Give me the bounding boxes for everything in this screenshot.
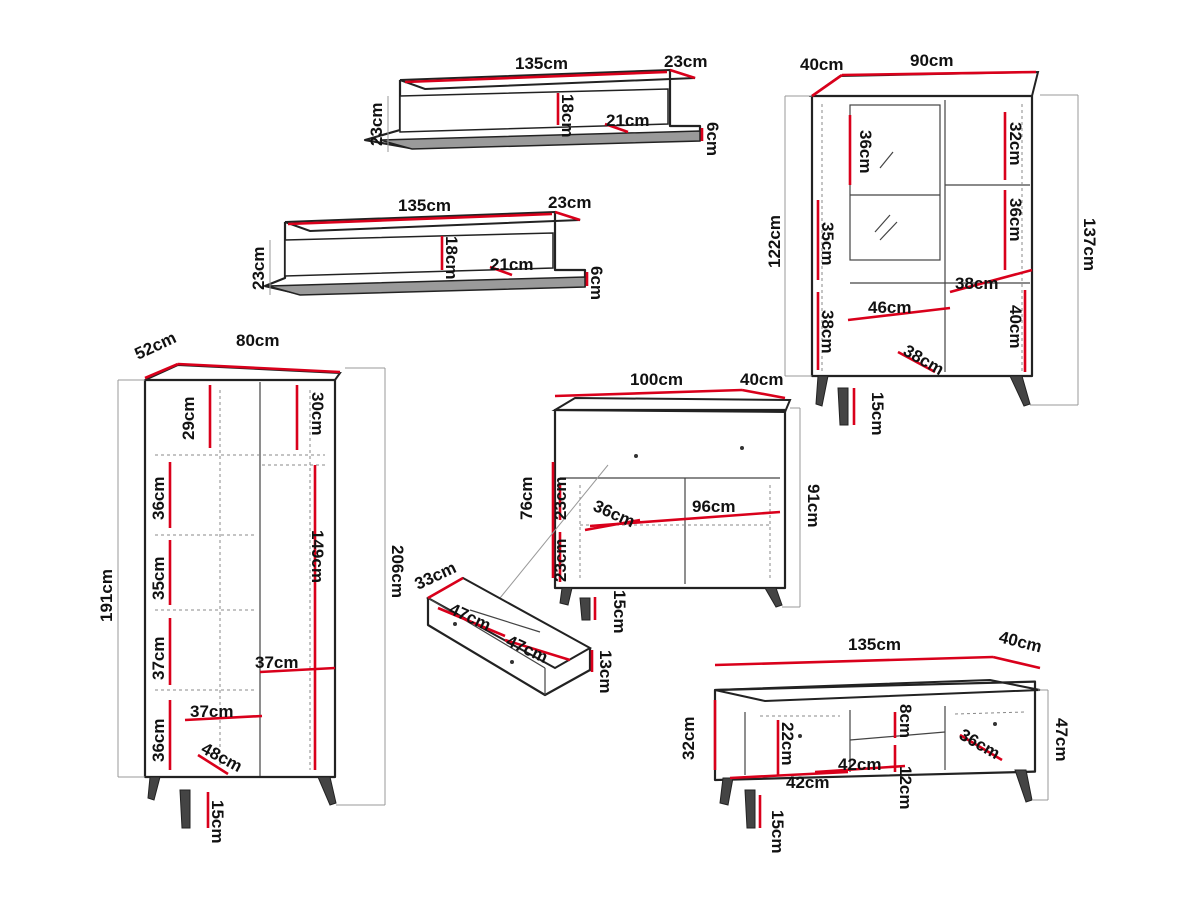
shelf-b-inner-depth-line xyxy=(489,265,513,277)
tall-right-top-label: 30cm xyxy=(308,392,327,435)
sideboard-lower-h-label: 23cm xyxy=(551,539,570,582)
tall-inner-w-left-label: 37cm xyxy=(190,702,233,721)
tv-mid-w-line xyxy=(814,764,906,774)
highboard-inner-depth-line xyxy=(897,350,936,374)
highboard-h1-label: 36cm xyxy=(856,130,875,173)
sideboard-drawer-h-label: 23cm xyxy=(551,477,570,520)
tall-display-cabinet: 52cm 80cm 29cm 36cm 35cm 37cm 36cm 30cm … xyxy=(97,328,407,843)
tall-inner-w-right-line xyxy=(259,666,336,674)
highboard-h3-label: 38cm xyxy=(818,310,837,353)
shelf-a-height-label: 23cm xyxy=(367,103,386,146)
tv-leg-label: 15cm xyxy=(768,810,787,853)
drawer-w2-line xyxy=(504,638,571,662)
shelf-b-height-label: 23cm xyxy=(249,247,268,290)
tall-s2-label: 36cm xyxy=(149,477,168,520)
tv-mid-h-bottom-label: 12cm xyxy=(896,766,915,809)
sideboard-inner-width-line xyxy=(589,510,781,528)
shelf-a-width-line xyxy=(404,70,668,84)
tv-left-h-label: 22cm xyxy=(778,722,797,765)
tv-right-depth-label: 36cm xyxy=(956,725,1003,763)
highboard-total-height-label: 137cm xyxy=(1080,218,1099,271)
tv-mid-h-top-label: 8cm xyxy=(896,704,915,738)
sideboard-width-line xyxy=(554,388,743,398)
tv-mid-w-label: 42cm xyxy=(838,755,881,774)
highboard-inner-w-left-label: 46cm xyxy=(868,298,911,317)
tv-stand: 135cm 40cm 32cm 22cm 42cm 42cm 8cm 12cm … xyxy=(679,627,1071,853)
shelf-a-thickness-label: 6cm xyxy=(703,122,722,156)
highboard-width-line xyxy=(841,70,1037,77)
highboard-leg-label: 15cm xyxy=(868,392,887,435)
shelf-a-inner-depth-label: 21cm xyxy=(606,111,649,130)
shelf-b-thickness-label: 6cm xyxy=(587,266,606,300)
wall-shelf-upper: 135cm 23cm 23cm 18cm 21cm 6cm xyxy=(363,52,722,156)
shelf-b-width-line xyxy=(287,212,553,226)
highboard-r2-label: 36cm xyxy=(1006,198,1025,241)
sideboard-drawer-detail: 33cm 47cm 47cm 13cm xyxy=(412,558,615,697)
shelf-a-depth-line xyxy=(669,68,696,80)
tv-left-w-label: 42cm xyxy=(786,773,829,792)
sideboard-leg-label: 15cm xyxy=(610,590,629,633)
tall-s1-label: 29cm xyxy=(179,397,198,440)
shelf-b-depth-label: 23cm xyxy=(548,193,591,212)
tall-s5-label: 36cm xyxy=(149,719,168,762)
tv-body-h-label: 32cm xyxy=(679,717,698,760)
highboard-inner-depth-label: 38cm xyxy=(900,341,947,379)
tall-leg-label: 15cm xyxy=(208,800,227,843)
shelf-b-width-label: 135cm xyxy=(398,196,451,215)
highboard-width-label: 90cm xyxy=(910,51,953,70)
shelf-b-inner-depth-label: 21cm xyxy=(490,255,533,274)
tall-right-main-label: 149cm xyxy=(308,530,327,583)
tall-depth-label: 52cm xyxy=(132,328,179,364)
shelf-b-inner-height-label: 18cm xyxy=(442,236,461,279)
tall-inner-w-right-label: 37cm xyxy=(255,653,298,672)
sideboard-inner-width-label: 96cm xyxy=(692,497,735,516)
highboard-depth-label: 40cm xyxy=(800,55,843,74)
highboard-inner-w-right-label: 38cm xyxy=(955,274,998,293)
highboard-r1-label: 32cm xyxy=(1006,122,1025,165)
tall-body-height-label: 191cm xyxy=(97,569,116,622)
wall-shelf-lower: 135cm 23cm 23cm 18cm 21cm 6cm xyxy=(249,193,606,300)
drawer-height-label: 13cm xyxy=(596,650,615,693)
shelf-a-inner-height-label: 18cm xyxy=(558,94,577,137)
tv-width-line xyxy=(714,655,994,667)
tall-inner-w-left-line xyxy=(184,714,263,722)
tv-depth-line xyxy=(992,655,1041,670)
shelf-a-inner-depth-line xyxy=(604,122,629,134)
highboard-inner-w-left-line xyxy=(847,306,951,322)
tall-s4-label: 37cm xyxy=(149,637,168,680)
sideboard-commode: 100cm 40cm 76cm 23cm 23cm 36cm 96cm 91cm… xyxy=(499,370,823,633)
shelf-b-depth-line xyxy=(554,210,581,222)
tv-right-depth-line xyxy=(959,733,1003,762)
tv-total-h-label: 47cm xyxy=(1052,718,1071,761)
tall-depth-line xyxy=(144,362,179,380)
drawer-depth-line xyxy=(427,576,464,600)
drawer-w1-line xyxy=(437,606,506,638)
sideboard-width-label: 100cm xyxy=(630,370,683,389)
tv-left-w-line xyxy=(729,770,849,780)
tv-depth-label: 40cm xyxy=(997,627,1044,656)
shelf-a-depth-label: 23cm xyxy=(664,52,707,71)
sideboard-depth-line xyxy=(741,388,786,400)
highboard-body-height-label: 122cm xyxy=(765,215,784,268)
highboard-inner-w-right-line xyxy=(949,268,1033,294)
tall-s3-label: 35cm xyxy=(149,557,168,600)
tall-inner-depth-line xyxy=(197,753,229,776)
tall-total-height-label: 206cm xyxy=(388,545,407,598)
sideboard-body-h-label: 76cm xyxy=(517,477,536,520)
highboard-cabinet: 40cm 90cm 36cm 35cm 38cm 32cm 36cm 40cm … xyxy=(765,51,1099,435)
sideboard-depth-label: 40cm xyxy=(740,370,783,389)
sideboard-total-h-label: 91cm xyxy=(804,484,823,527)
highboard-depth-line xyxy=(811,73,843,98)
shelf-a-width-label: 135cm xyxy=(515,54,568,73)
highboard-h2-label: 35cm xyxy=(818,222,837,265)
tall-width-line xyxy=(177,362,341,374)
tall-width-label: 80cm xyxy=(236,331,279,350)
tv-width-label: 135cm xyxy=(848,635,901,654)
highboard-r3-label: 40cm xyxy=(1006,305,1025,348)
